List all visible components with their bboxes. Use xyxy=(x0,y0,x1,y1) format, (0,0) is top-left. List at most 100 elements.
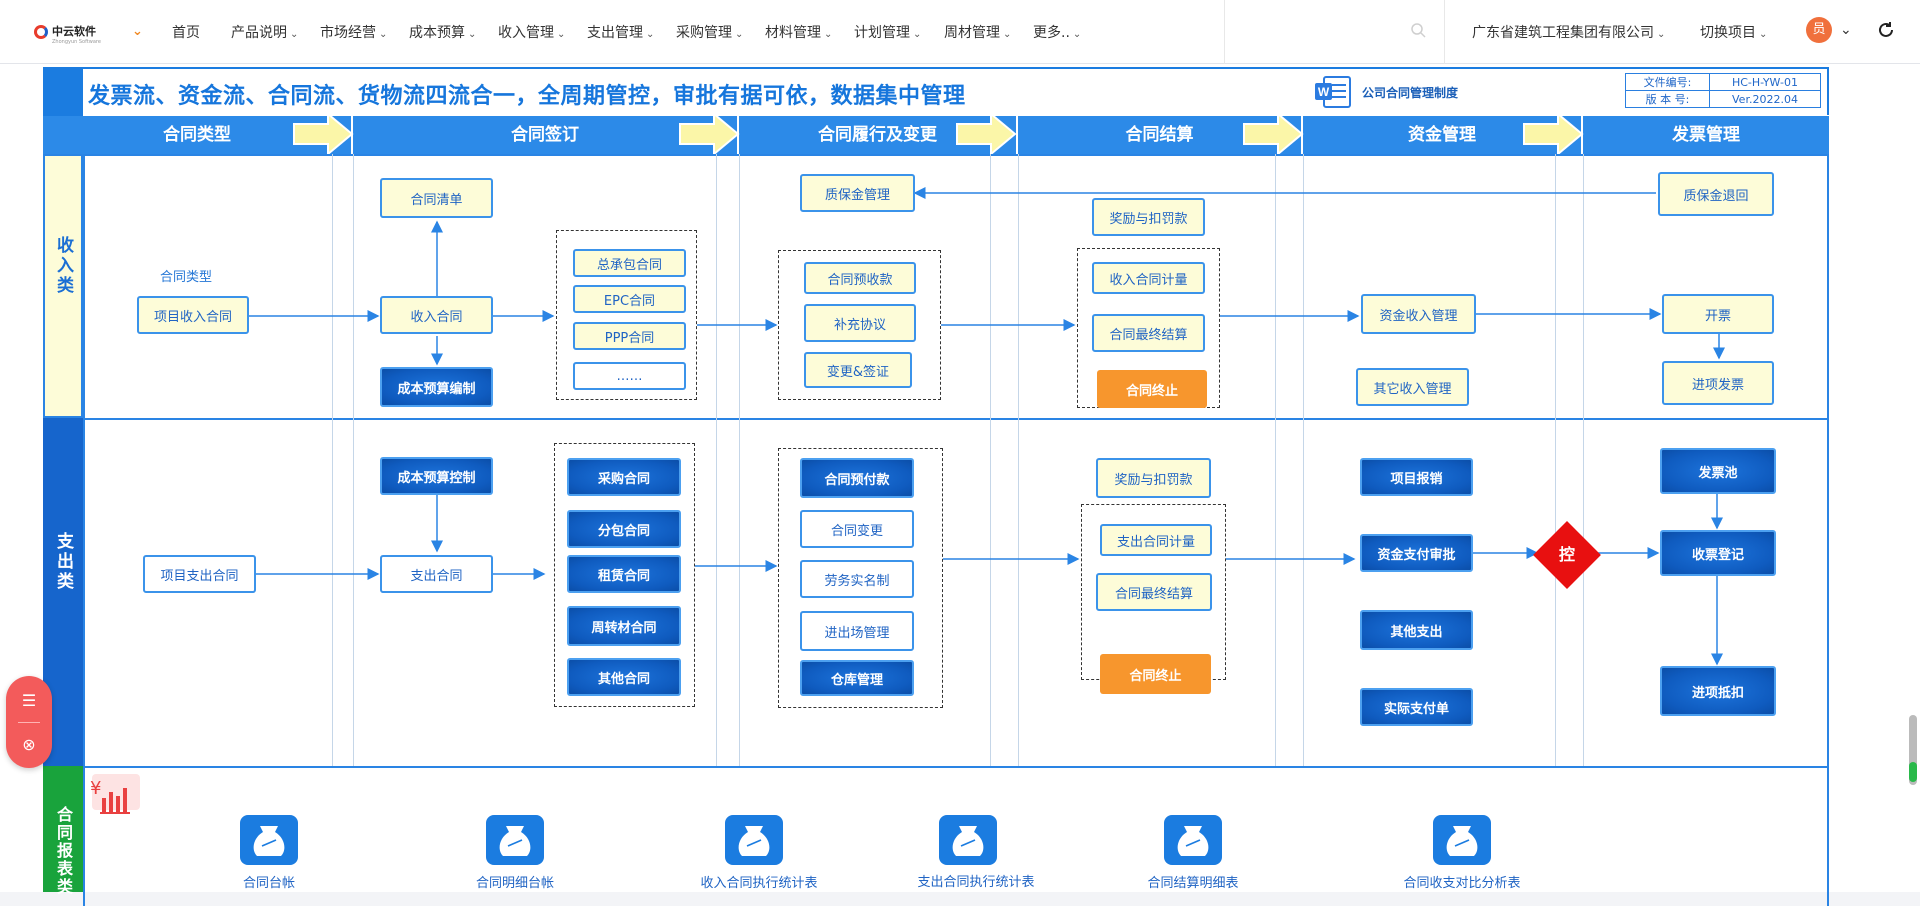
nav-procurement[interactable]: 采购管理⌄ xyxy=(676,22,743,42)
expense-performance-node[interactable]: 仓库管理 xyxy=(800,660,914,696)
project-expense-contract-node[interactable]: 项目支出合同 xyxy=(143,555,256,593)
expense-contract-node[interactable]: 支出合同 xyxy=(380,555,493,593)
report-link-expense-execution[interactable]: 支出合同执行统计表 xyxy=(917,875,1035,890)
nav-product-intro[interactable]: 产品说明⌄ xyxy=(231,22,298,42)
menu-list-icon[interactable]: ☰ xyxy=(21,691,37,710)
income-performance-node[interactable]: 变更&签证 xyxy=(804,352,912,388)
column-separator xyxy=(353,154,354,766)
report-chart-icon: ¥ xyxy=(90,774,140,814)
project-income-contract-node[interactable]: 项目收入合同 xyxy=(137,296,249,334)
close-circle-icon[interactable]: ⊗ xyxy=(22,735,36,754)
expense-signed-type-node[interactable]: 其他合同 xyxy=(567,658,681,696)
toolbox-divider xyxy=(18,722,40,723)
report-link-contract-detail-ledger[interactable]: 合同明细台帐 xyxy=(475,876,555,891)
money-bag-icon[interactable] xyxy=(725,815,783,865)
deposit-return-node[interactable]: 质保金退回 xyxy=(1658,172,1774,216)
invoice-pool-node[interactable]: 发票池 xyxy=(1660,448,1776,494)
user-avatar[interactable]: 员 xyxy=(1806,17,1832,43)
report-link-settlement-detail[interactable]: 合同结算明细表 xyxy=(1147,876,1239,891)
expense-signed-type-node[interactable]: 租赁合同 xyxy=(567,555,681,593)
nav-home[interactable]: 首页 xyxy=(172,22,200,42)
fund-pay-approval-node[interactable]: 资金支付审批 xyxy=(1360,534,1473,572)
chevron-down-icon: ⌄ xyxy=(290,29,299,40)
other-income-node[interactable]: 其它收入管理 xyxy=(1356,368,1469,406)
other-expense-node[interactable]: 其他支出 xyxy=(1360,610,1473,650)
nav-cost-budget[interactable]: 成本预算⌄ xyxy=(409,22,476,42)
nav-expense-mgmt[interactable]: 支出管理⌄ xyxy=(587,22,654,42)
expense-signed-type-node[interactable]: 分包合同 xyxy=(567,510,681,548)
company-logo[interactable]: 中云软件 Zhongyun Software xyxy=(34,20,101,45)
nav-label: 更多.. xyxy=(1033,25,1070,41)
cost-budget-control-node[interactable]: 成本预算控制 xyxy=(380,457,493,495)
money-bag-icon[interactable] xyxy=(1433,815,1491,865)
income-signed-type-node[interactable]: EPC合同 xyxy=(573,285,686,313)
module-switch-chevron-icon[interactable]: ⌄ xyxy=(132,24,143,39)
income-performance-node[interactable]: 补充协议 xyxy=(804,304,916,342)
expense-performance-node[interactable]: 合同变更 xyxy=(800,510,914,548)
expense-settlement-node[interactable]: 合同最终结算 xyxy=(1096,573,1212,611)
switch-project-dropdown[interactable]: 切换项目⌄ xyxy=(1700,22,1767,42)
actual-pay-node[interactable]: 实际支付单 xyxy=(1360,688,1473,726)
chevron-down-icon: ⌄ xyxy=(468,29,477,40)
income-signed-types-group xyxy=(556,230,697,400)
income-settlement-node[interactable]: 合同最终结算 xyxy=(1092,314,1205,352)
receipt-register-node[interactable]: 收票登记 xyxy=(1660,530,1776,576)
company-selector[interactable]: 广东省建筑工程集团有限公司⌄ xyxy=(1472,22,1665,42)
nav-turnover-material[interactable]: 周材管理⌄ xyxy=(944,22,1011,42)
deposit-mgmt-node[interactable]: 质保金管理 xyxy=(800,174,915,212)
nav-material[interactable]: 材料管理⌄ xyxy=(765,22,832,42)
expense-settlement-node[interactable]: 支出合同计量 xyxy=(1100,524,1212,556)
column-separator xyxy=(716,154,717,766)
report-link-contract-ledger[interactable]: 合同台帐 xyxy=(242,876,296,891)
expense-reward-penalty-node[interactable]: 奖励与扣罚款 xyxy=(1096,458,1211,498)
chevron-down-icon: ⌄ xyxy=(913,29,922,40)
expense-performance-node[interactable]: 进出场管理 xyxy=(800,611,914,651)
header-arrow-icon xyxy=(1523,112,1584,156)
nav-market[interactable]: 市场经营⌄ xyxy=(320,22,387,42)
income-signed-type-node[interactable]: …… xyxy=(573,362,686,390)
refresh-icon[interactable] xyxy=(1876,20,1896,40)
fund-income-node[interactable]: 资金收入管理 xyxy=(1361,294,1476,334)
income-contract-node[interactable]: 收入合同 xyxy=(380,296,493,334)
invoice-issue-node[interactable]: 开票 xyxy=(1662,294,1774,334)
nav-income-mgmt[interactable]: 收入管理⌄ xyxy=(498,22,565,42)
expense-signed-type-node[interactable]: 周转材合同 xyxy=(567,606,681,646)
expense-terminate-node[interactable]: 合同终止 xyxy=(1100,654,1211,694)
expense-performance-node[interactable]: 合同预付款 xyxy=(800,458,914,498)
title-border-right xyxy=(1827,67,1829,115)
project-reimburse-node[interactable]: 项目报销 xyxy=(1360,458,1473,496)
doc-link-label[interactable]: 公司合同管理制度 xyxy=(1362,86,1459,100)
nav-plan[interactable]: 计划管理⌄ xyxy=(854,22,921,42)
chevron-down-icon: ⌄ xyxy=(824,29,833,40)
report-link-income-execution[interactable]: 收入合同执行统计表 xyxy=(700,876,818,891)
cost-budget-prep-node[interactable]: 成本预算编制 xyxy=(380,367,493,407)
income-performance-node[interactable]: 合同预收款 xyxy=(804,262,916,294)
row-label-text: 收入类 xyxy=(53,236,73,296)
income-settlement-node[interactable]: 收入合同计量 xyxy=(1092,262,1205,294)
money-bag-icon[interactable] xyxy=(486,815,544,865)
income-signed-type-node[interactable]: PPP合同 xyxy=(573,322,686,350)
input-deduct-node[interactable]: 进项抵扣 xyxy=(1660,666,1776,716)
row-label-report: 合同报表类 xyxy=(43,806,83,901)
svg-text:W: W xyxy=(1318,85,1330,99)
income-signed-type-node[interactable]: 总承包合同 xyxy=(573,249,686,277)
company-name: 广东省建筑工程集团有限公司 xyxy=(1472,25,1654,41)
income-reward-penalty-node[interactable]: 奖励与扣罚款 xyxy=(1092,198,1205,236)
input-invoice-node[interactable]: 进项发票 xyxy=(1662,361,1774,405)
income-terminate-node[interactable]: 合同终止 xyxy=(1097,370,1207,408)
floating-toolbox[interactable]: ☰ ⊗ xyxy=(6,676,52,768)
money-bag-icon[interactable] xyxy=(939,815,997,865)
report-link-income-expense-compare[interactable]: 合同收支对比分析表 xyxy=(1403,876,1521,891)
word-document-icon[interactable]: W xyxy=(1314,75,1352,109)
nav-more[interactable]: 更多..⌄ xyxy=(1033,22,1081,42)
expense-signed-type-node[interactable]: 采购合同 xyxy=(567,458,681,496)
expense-performance-node[interactable]: 劳务实名制 xyxy=(800,560,914,598)
row-label-text: 合同报表类 xyxy=(54,806,73,896)
scrollbar-thumb[interactable] xyxy=(1909,715,1917,785)
header-arrow-icon xyxy=(293,112,354,156)
contract-list-node[interactable]: 合同清单 xyxy=(380,178,493,218)
search-icon[interactable] xyxy=(1410,22,1426,38)
money-bag-icon[interactable] xyxy=(1164,815,1222,865)
user-menu-chevron-icon[interactable]: ⌄ xyxy=(1840,22,1852,38)
money-bag-icon[interactable] xyxy=(240,815,298,865)
